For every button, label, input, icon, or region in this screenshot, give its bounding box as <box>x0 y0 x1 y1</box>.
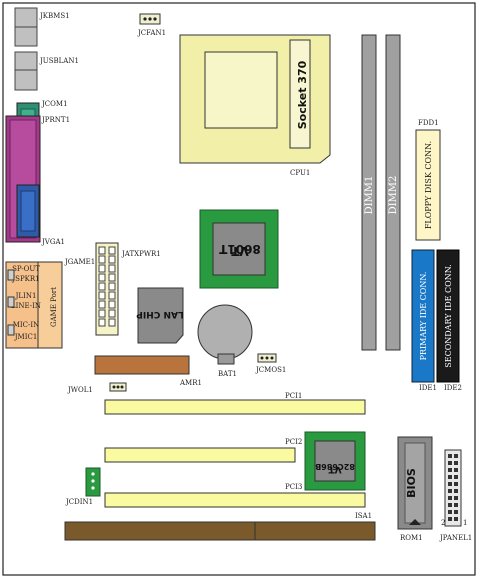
pci1-slot: PCI1 <box>104 392 366 415</box>
bat1-label: BAT1 <box>218 370 237 378</box>
jcdin1-label: JCDIN1 <box>65 498 93 506</box>
floppy-connector: FDD1 FLOPPY DISK CONN. <box>415 119 441 241</box>
amr1-label: AMR1 <box>179 379 202 387</box>
chipB-name: VT <box>328 464 342 474</box>
primary-ide-label: PRIMARY IDE CONN. <box>419 272 428 361</box>
isa1-label: ISA1 <box>355 512 372 520</box>
jcfan1-header: JCFAN1 <box>137 13 166 37</box>
isa-slot: ISA1 <box>64 512 376 541</box>
jwol1-label: JWOL1 <box>67 386 93 394</box>
jvga1-label: JVGA1 <box>41 238 65 246</box>
lan-chip: LAN CHIP <box>136 287 184 344</box>
jcmos1-label: JCMOS1 <box>255 366 286 374</box>
jcdin1-header: JCDIN1 <box>65 467 101 506</box>
chipB-model: 82C686B <box>315 462 355 471</box>
jkbms1-port: JKBMS1 <box>14 7 70 47</box>
audio-game-block: JGAME1 GAME Port SP-OUT JSPKR1 JLIN1 LIN… <box>5 258 95 349</box>
southbridge-chip: VT 82C686B <box>304 431 366 491</box>
jpanel1-header: 2 1 JPANEL1 <box>439 449 472 542</box>
jcmos1-jumper: JCMOS1 <box>255 353 286 374</box>
linein-label: LINE-IN <box>11 302 41 310</box>
floppy-label: FLOPPY DISK CONN. <box>424 141 433 229</box>
jlin1-label: JLIN1 <box>15 292 37 300</box>
pci3-label: PCI3 <box>285 483 302 491</box>
jpanel1-label: JPANEL1 <box>439 534 472 542</box>
fdd1-label: FDD1 <box>418 119 439 127</box>
pci2-slot: PCI2 <box>104 438 302 463</box>
jspkr1-label: JSPKR1 <box>11 275 39 283</box>
rom1-label: ROM1 <box>400 534 423 542</box>
jprnt1-label: JPRNT1 <box>41 116 70 124</box>
socket-label: Socket 370 <box>296 60 309 129</box>
bios-label: BIOS <box>405 468 418 498</box>
secondary-ide-label: SECONDARY IDE CONN. <box>444 264 453 367</box>
northbridge-chip: VT 8601T <box>199 209 279 289</box>
atx-power-connector: JATXPWR1 <box>95 242 161 336</box>
pci2-label: PCI2 <box>285 438 302 446</box>
dimm1-slot: DIMM1 <box>361 34 377 351</box>
jmic1-label: JMIC1 <box>14 333 38 341</box>
dimm2-label: DIMM2 <box>388 176 399 215</box>
battery: BAT1 <box>197 304 253 378</box>
micin-label: MIC-IN <box>13 321 40 329</box>
jvga1-port: JVGA1 <box>16 184 65 246</box>
cpu-socket: Socket 370 CPU1 <box>179 34 331 177</box>
chipA-name: VT <box>230 244 248 258</box>
secondary-ide-connector: SECONDARY IDE CONN. IDE2 <box>436 249 462 392</box>
jcom1-label: JCOM1 <box>41 100 68 108</box>
lan-chip-label: LAN CHIP <box>136 309 184 319</box>
primary-ide-connector: PRIMARY IDE CONN. IDE1 <box>411 249 437 392</box>
spout-label: SP-OUT <box>12 265 40 273</box>
game-port-label: GAME Port <box>50 287 58 327</box>
jusblan1-label: JUSBLAN1 <box>39 57 79 65</box>
jcfan1-label: JCFAN1 <box>137 29 166 37</box>
pin2-label: 2 <box>441 519 445 527</box>
jkbms1-label: JKBMS1 <box>39 12 70 20</box>
ide1-label: IDE1 <box>419 384 437 392</box>
dimm2-slot: DIMM2 <box>385 34 401 351</box>
bios-chip: BIOS ROM1 <box>397 436 433 542</box>
cpu1-label: CPU1 <box>290 169 310 177</box>
jatxpwr1-label: JATXPWR1 <box>121 250 161 258</box>
pci1-label: PCI1 <box>285 392 302 400</box>
ide2-label: IDE2 <box>444 384 462 392</box>
jgame1-label: JGAME1 <box>64 258 95 266</box>
chipA-model: 8601T <box>218 242 260 256</box>
jusblan1-port: JUSBLAN1 <box>14 51 79 91</box>
amr-slot: AMR1 <box>94 355 202 387</box>
pci3-slot: PCI3 <box>104 483 366 508</box>
pin1-label: 1 <box>463 519 467 527</box>
jwol1-header: JWOL1 <box>67 382 127 394</box>
dimm1-label: DIMM1 <box>364 176 375 215</box>
